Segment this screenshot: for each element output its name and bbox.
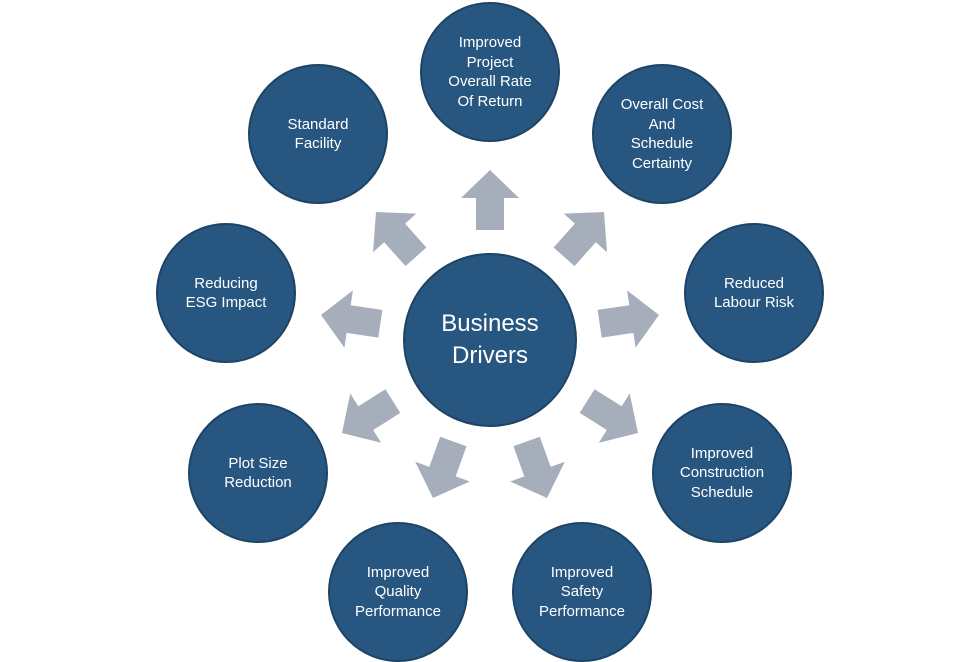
driver-label-quality-performance: Improved Quality Performance — [355, 563, 441, 620]
arrow-to-quality — [415, 436, 470, 498]
driver-node-plot-size-reduction: Plot Size Reduction — [188, 403, 328, 543]
arrow-to-plot-size — [342, 389, 401, 443]
arrow-to-cost-schedule — [553, 212, 607, 267]
driver-label-safety-performance: Improved Safety Performance — [539, 563, 625, 620]
driver-label-esg-impact: Reducing ESG Impact — [185, 274, 267, 312]
driver-label-construction-schedule: Improved Construction Schedule — [679, 444, 765, 501]
center-node-business-drivers: Business Drivers — [403, 253, 577, 427]
arrow-to-safety — [510, 436, 565, 498]
driver-label-plot-size-reduction: Plot Size Reduction — [224, 454, 292, 492]
driver-label-cost-schedule-certainty: Overall Cost And Schedule Certainty — [620, 96, 704, 172]
arrow-to-construction-schedule — [579, 389, 638, 443]
driver-node-cost-schedule-certainty: Overall Cost And Schedule Certainty — [592, 64, 732, 204]
arrow-to-labour-risk — [597, 290, 659, 348]
driver-label-labour-risk: Reduced Labour Risk — [713, 274, 795, 312]
center-node-label: Business Drivers — [441, 310, 539, 369]
driver-label-rate-of-return: Improved Project Overall Rate Of Return — [448, 34, 532, 110]
arrow-to-standard-facility — [373, 212, 427, 267]
driver-node-construction-schedule: Improved Construction Schedule — [652, 403, 792, 543]
driver-node-labour-risk: Reduced Labour Risk — [684, 223, 824, 363]
driver-label-standard-facility: Standard Facility — [287, 115, 349, 153]
arrow-to-return — [461, 170, 519, 230]
driver-node-esg-impact: Reducing ESG Impact — [156, 223, 296, 363]
arrow-to-esg — [321, 290, 383, 348]
driver-node-quality-performance: Improved Quality Performance — [328, 522, 468, 662]
driver-node-safety-performance: Improved Safety Performance — [512, 522, 652, 662]
driver-node-rate-of-return: Improved Project Overall Rate Of Return — [420, 2, 560, 142]
driver-node-standard-facility: Standard Facility — [248, 64, 388, 204]
